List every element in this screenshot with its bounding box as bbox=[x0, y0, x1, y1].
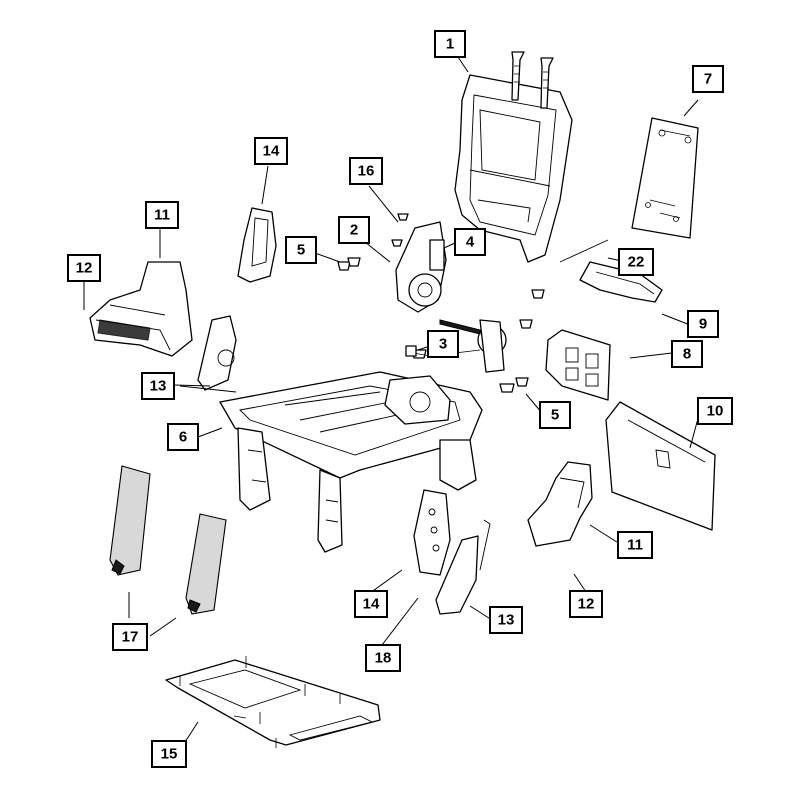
rear-closeout-panel bbox=[605, 401, 716, 531]
svg-text:12: 12 bbox=[76, 260, 93, 277]
svg-text:2: 2 bbox=[350, 222, 358, 239]
rear-bracket bbox=[559, 239, 663, 303]
svg-text:8: 8 bbox=[683, 346, 691, 363]
callout-7: 7 bbox=[692, 65, 724, 93]
callout-11-left: 11 bbox=[145, 201, 179, 229]
floor-panel bbox=[165, 656, 381, 748]
latch-module bbox=[545, 329, 611, 401]
leg-covers bbox=[109, 465, 227, 615]
svg-text:14: 14 bbox=[263, 143, 280, 160]
callout-4: 4 bbox=[454, 228, 486, 256]
callout-2: 2 bbox=[338, 216, 370, 244]
callout-5-lower: 5 bbox=[539, 401, 571, 429]
callout-18: 18 bbox=[365, 644, 401, 672]
upper-side-trim bbox=[237, 207, 277, 283]
svg-text:16: 16 bbox=[358, 163, 375, 180]
svg-text:14: 14 bbox=[363, 596, 380, 613]
callout-8: 8 bbox=[671, 340, 703, 368]
callout-13-upper: 13 bbox=[141, 372, 175, 400]
seat-back-frame bbox=[454, 51, 573, 263]
svg-text:15: 15 bbox=[161, 746, 178, 763]
seat-back-panel bbox=[631, 117, 699, 239]
right-seat-shield bbox=[527, 461, 593, 547]
callout-6: 6 bbox=[167, 423, 199, 451]
recliner-mechanism bbox=[395, 221, 507, 373]
callout-5-upper: 5 bbox=[285, 236, 317, 264]
left-seat-shield bbox=[89, 261, 193, 357]
callout-10: 10 bbox=[697, 397, 733, 425]
svg-text:7: 7 bbox=[704, 71, 712, 88]
svg-text:13: 13 bbox=[498, 612, 515, 629]
svg-text:11: 11 bbox=[154, 207, 170, 224]
svg-text:5: 5 bbox=[297, 242, 305, 259]
svg-text:1: 1 bbox=[446, 36, 454, 53]
svg-text:10: 10 bbox=[707, 403, 724, 420]
svg-text:11: 11 bbox=[627, 537, 643, 554]
callout-9: 9 bbox=[687, 310, 719, 338]
svg-text:22: 22 bbox=[628, 254, 645, 271]
callout-15: 15 bbox=[151, 740, 187, 768]
callout-16: 16 bbox=[349, 157, 383, 185]
callout-14-lower: 14 bbox=[354, 590, 388, 618]
svg-text:5: 5 bbox=[551, 407, 559, 424]
callout-12-right: 12 bbox=[569, 590, 603, 618]
svg-text:9: 9 bbox=[699, 316, 707, 333]
right-handle bbox=[435, 519, 491, 615]
left-handle bbox=[179, 315, 237, 393]
svg-text:6: 6 bbox=[179, 429, 187, 446]
lower-side-trim bbox=[413, 489, 451, 576]
callout-17: 17 bbox=[112, 623, 148, 651]
callout-11-right: 11 bbox=[617, 531, 653, 559]
svg-text:4: 4 bbox=[466, 234, 475, 251]
svg-text:17: 17 bbox=[122, 629, 139, 646]
svg-text:3: 3 bbox=[439, 336, 447, 353]
seat-base-frame bbox=[219, 371, 483, 553]
callout-14-upper: 14 bbox=[254, 137, 288, 165]
svg-text:18: 18 bbox=[375, 650, 392, 667]
callout-3: 3 bbox=[427, 330, 459, 358]
callout-22: 22 bbox=[618, 248, 654, 276]
svg-text:12: 12 bbox=[578, 596, 595, 613]
svg-text:13: 13 bbox=[150, 378, 167, 395]
callout-13-lower: 13 bbox=[489, 606, 523, 634]
callout-12-left: 12 bbox=[67, 254, 101, 282]
callout-1: 1 bbox=[434, 30, 466, 58]
